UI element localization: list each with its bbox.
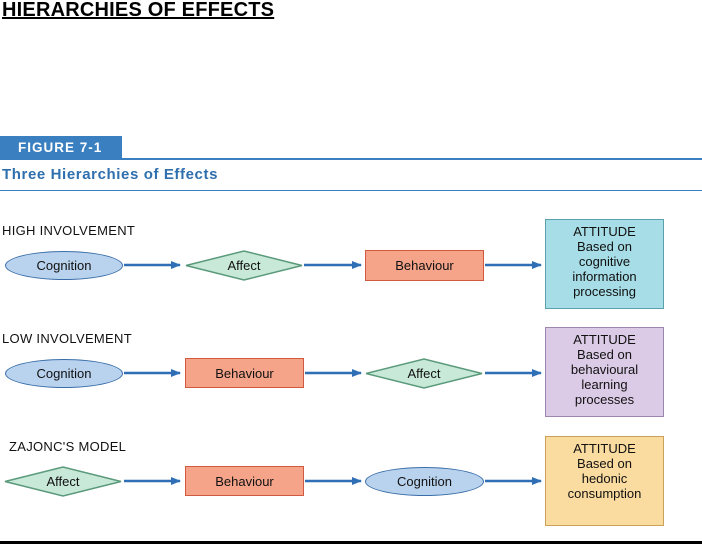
- node-cognition: Cognition: [365, 467, 484, 496]
- attitude-box-hedonic: ATTITUDE Based on hedonic consumption: [545, 436, 664, 526]
- node-affect-label: Affect: [46, 474, 80, 489]
- attitude-line: processing: [573, 284, 636, 299]
- attitude-line: Based on: [577, 456, 632, 471]
- node-behaviour: Behaviour: [185, 466, 304, 496]
- attitude-line: Based on: [577, 347, 632, 362]
- attitude-line: consumption: [567, 486, 642, 501]
- figure-label: FIGURE 7-1: [0, 136, 122, 159]
- node-cognition: Cognition: [5, 359, 123, 388]
- attitude-line: behavioural: [570, 362, 639, 377]
- attitude-heading: ATTITUDE: [573, 224, 636, 239]
- node-cognition: Cognition: [5, 251, 123, 280]
- node-affect-diamond: [365, 358, 483, 389]
- attitude-line: hedonic: [581, 471, 628, 486]
- attitude-line: learning: [581, 377, 628, 392]
- page-title: HIERARCHIES OF EFFECTS: [2, 0, 275, 21]
- attitude-line: cognitive: [578, 254, 631, 269]
- figure-rule-top: [0, 158, 702, 160]
- node-affect-label: Affect: [407, 366, 441, 381]
- attitude-box-behavioural: ATTITUDE Based on behavioural learning p…: [545, 327, 664, 417]
- node-label: Behaviour: [395, 258, 454, 273]
- figure-rule-bottom: [0, 190, 702, 191]
- node-label: Cognition: [397, 474, 452, 489]
- row-label-low-involvement: LOW INVOLVEMENT: [2, 331, 132, 346]
- figure-title: Three Hierarchies of Effects: [2, 166, 219, 183]
- node-label: Cognition: [36, 258, 92, 273]
- node-affect-label: Affect: [227, 258, 261, 273]
- attitude-line: information: [572, 269, 637, 284]
- node-affect-diamond: [185, 250, 303, 281]
- attitude-line: Based on: [577, 239, 632, 254]
- attitude-heading: ATTITUDE: [573, 441, 636, 456]
- bottom-divider: [0, 541, 702, 544]
- node-affect-diamond: [4, 466, 122, 497]
- node-label: Cognition: [36, 366, 92, 381]
- row-label-high-involvement: HIGH INVOLVEMENT: [2, 223, 136, 238]
- node-label: Behaviour: [215, 473, 274, 489]
- node-label: Behaviour: [215, 365, 274, 381]
- node-behaviour: Behaviour: [185, 358, 304, 388]
- attitude-heading: ATTITUDE: [573, 332, 636, 347]
- attitude-line: processes: [574, 392, 635, 407]
- attitude-box-cognitive: ATTITUDE Based on cognitive information …: [545, 219, 664, 309]
- node-behaviour: Behaviour: [365, 250, 484, 281]
- row-label-zajonc-model: ZAJONC'S MODEL: [9, 439, 127, 454]
